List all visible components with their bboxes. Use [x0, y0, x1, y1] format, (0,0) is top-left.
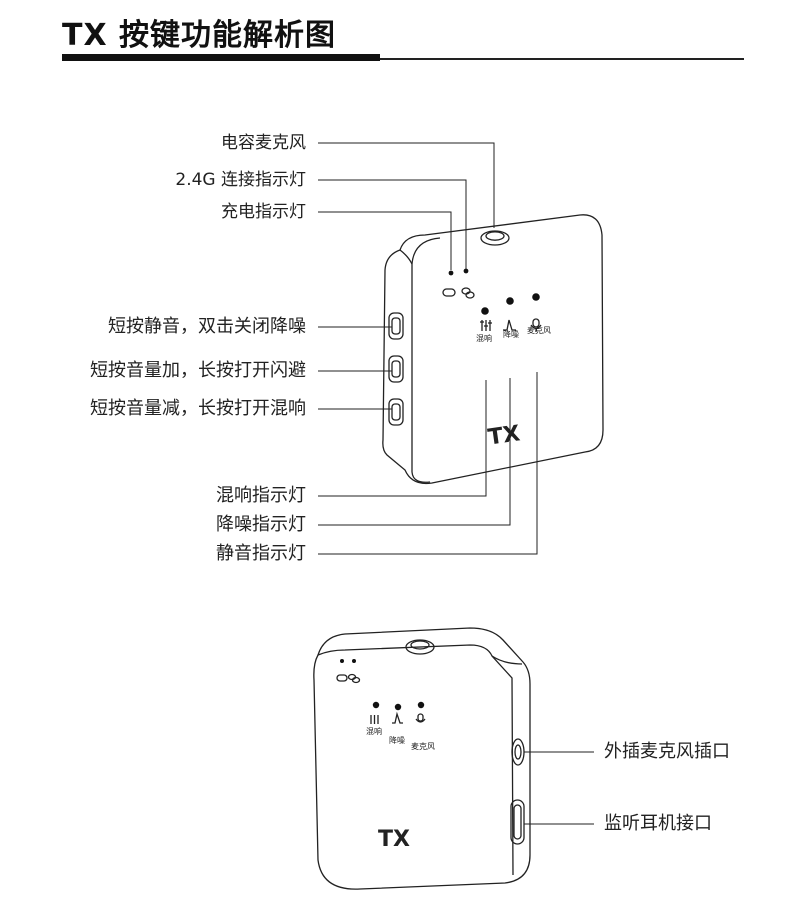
- reverb-symbol-icon: [480, 320, 492, 331]
- battery-icon: [336, 674, 348, 682]
- volume-down-button: [388, 398, 404, 426]
- mute-indicator: [417, 701, 425, 709]
- mic-symbol-icon: [415, 713, 426, 723]
- noise-cancel-indicator: [394, 703, 402, 711]
- link-indicator: [352, 659, 356, 663]
- brand-logo: TX: [486, 421, 521, 450]
- top-mic-icon: [480, 230, 510, 246]
- led-label: 降噪: [503, 329, 519, 339]
- link-icon: [347, 673, 361, 684]
- external-mic-jack: [511, 738, 525, 766]
- noise-cancel-symbol-icon: [392, 711, 403, 724]
- brand-logo: TX: [378, 827, 410, 852]
- callout-reverb-indicator: 混响指示灯: [216, 485, 306, 506]
- callout-volume-up-button: 短按音量加，长按打开闪避: [90, 360, 306, 381]
- callout-volume-down-button: 短按音量减，长按打开混响: [90, 398, 306, 419]
- reverb-symbol-icon: [370, 715, 379, 724]
- callout-mute-button: 短按静音，双击关闭降噪: [108, 316, 306, 337]
- reverb-indicator: [481, 307, 489, 315]
- bottom-device-body: [313, 627, 531, 890]
- mute-button: [388, 312, 404, 340]
- link-icon: [461, 287, 475, 299]
- top-device-body: [382, 214, 604, 485]
- mute-indicator: [532, 293, 540, 301]
- headphone-jack: [510, 799, 525, 845]
- led-label: 麦克风: [411, 741, 435, 751]
- bottom-mic-icon: [405, 639, 435, 655]
- led-label: 混响: [366, 726, 382, 736]
- callout-mute-indicator: 静音指示灯: [216, 543, 306, 564]
- volume-up-button: [388, 355, 404, 383]
- callout-headphone-jack: 监听耳机接口: [604, 813, 712, 834]
- callout-link-indicator: 2.4G 连接指示灯: [175, 170, 306, 190]
- callout-condenser-mic: 电容麦克风: [221, 133, 306, 153]
- charge-indicator: [448, 270, 454, 276]
- led-label: 降噪: [389, 735, 405, 745]
- led-label: 混响: [476, 333, 492, 343]
- title-accent-bar: [62, 54, 380, 61]
- led-label: 麦克风: [527, 325, 551, 335]
- mic-symbol-icon: [530, 318, 542, 332]
- reverb-indicator: [372, 701, 380, 709]
- callout-external-mic-jack: 外插麦克风插口: [604, 741, 730, 762]
- noise-cancel-symbol-icon: [503, 319, 516, 331]
- link-indicator: [463, 268, 469, 274]
- callout-noise-cancel-indicator: 降噪指示灯: [216, 514, 306, 535]
- leader-lines: [318, 142, 594, 825]
- page-title: TX 按键功能解析图: [62, 18, 337, 53]
- charge-indicator: [340, 659, 344, 663]
- callout-charge-indicator: 充电指示灯: [221, 202, 306, 222]
- noise-cancel-indicator: [506, 297, 514, 305]
- title-underline: [62, 58, 744, 60]
- battery-icon: [442, 288, 456, 297]
